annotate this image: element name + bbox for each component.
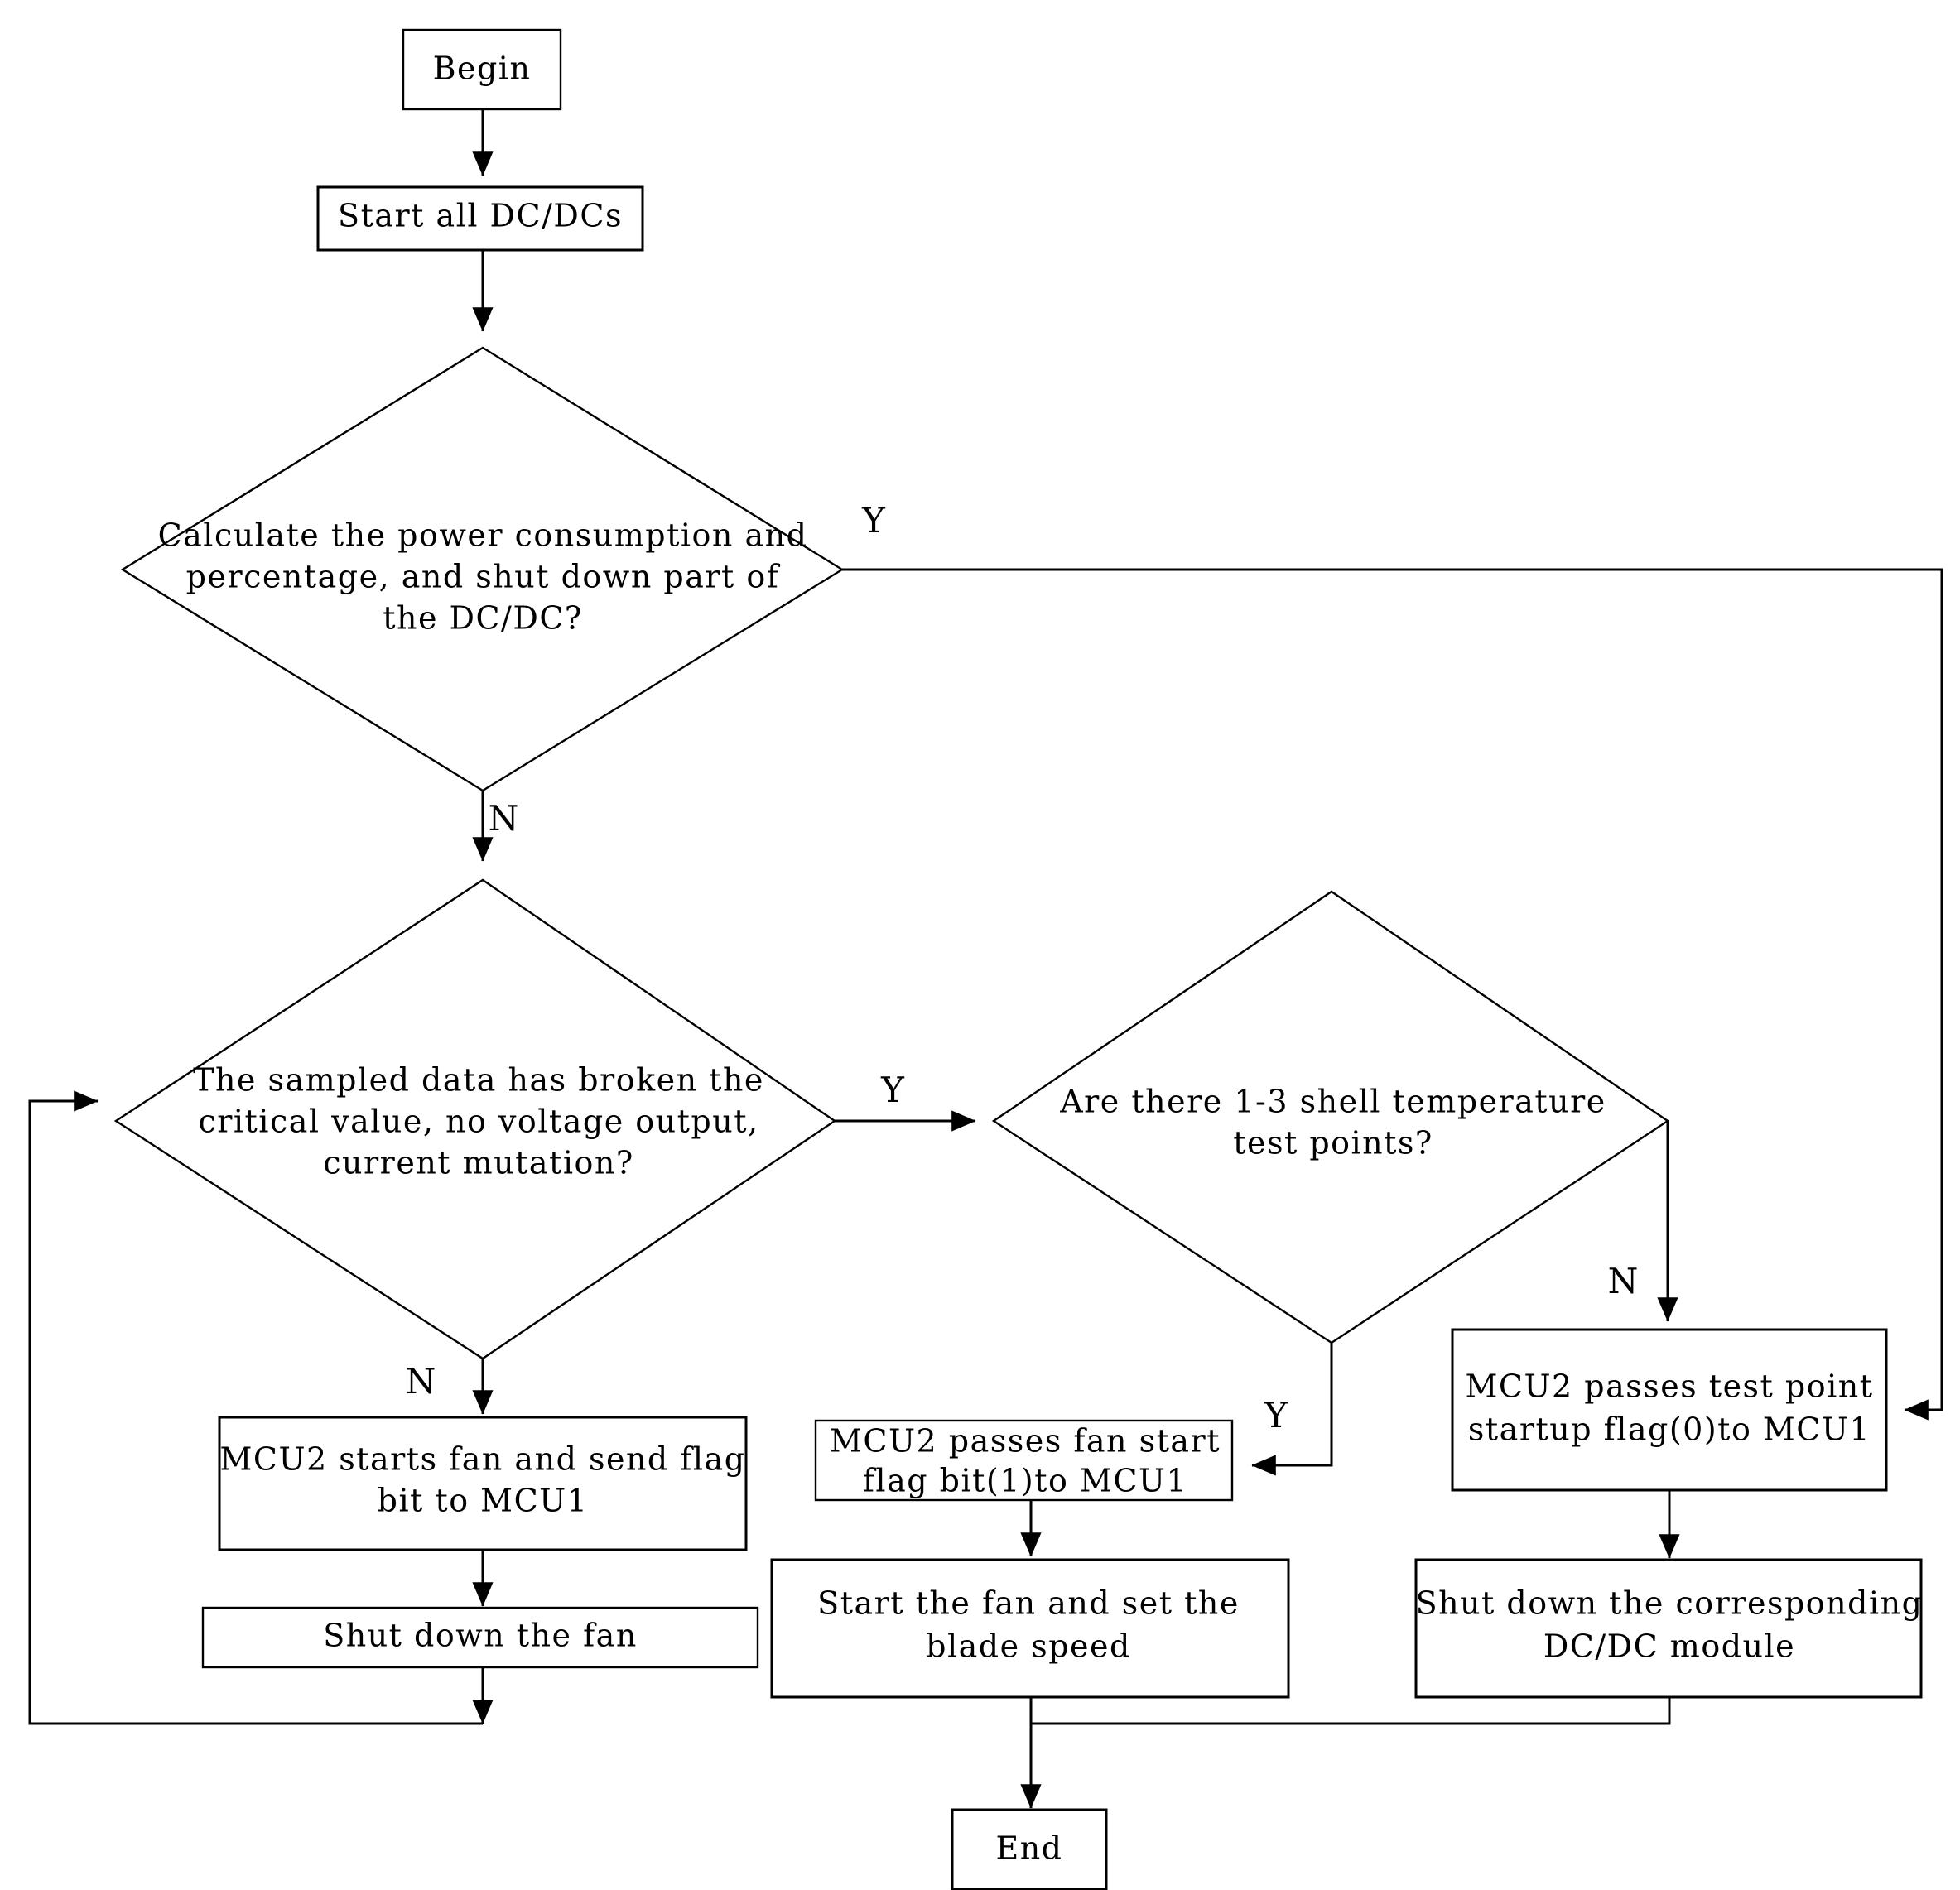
end-label: End (995, 1830, 1062, 1867)
edge-label-shell-yes: Y (1264, 1395, 1288, 1436)
node-mcu2-pass-fan-flag[interactable]: MCU2 passes fan start flag bit(1)to MCU1 (814, 1419, 1234, 1502)
node-mcu2-pass-testpoint-flag[interactable]: MCU2 passes test point startup flag(0)to… (1451, 1328, 1888, 1492)
begin-label: Begin (433, 50, 532, 87)
edge-power-yes-to-testpoint-box (842, 568, 1943, 1421)
end-box[interactable] (951, 1808, 1108, 1890)
mcu2-start-fan-box[interactable] (218, 1416, 748, 1551)
start-fan-blade-speed-box[interactable] (770, 1558, 1290, 1699)
node-mcu2-start-fan[interactable]: MCU2 starts fan and send flag bit to MCU… (218, 1416, 748, 1551)
start-fan-blade-speed-line-1: Start the fan and set the (817, 1585, 1240, 1622)
decision-power-diamond[interactable] (120, 346, 845, 792)
edge-label-sampled-yes: Y (880, 1070, 905, 1110)
decision-power-line-3: the DC/DC? (383, 600, 583, 637)
decision-sampled-line-3: current mutation? (323, 1145, 633, 1181)
start-fan-blade-speed-line-2: blade speed (926, 1628, 1131, 1665)
node-decision-power[interactable]: Calculate the power consumption and perc… (120, 346, 845, 792)
mcu2-pass-testpoint-flag-box[interactable] (1451, 1328, 1888, 1492)
decision-shell-temp-line-1: Are there 1-3 shell temperature (1059, 1084, 1606, 1120)
edge-labels-layer: Y N Y N Y N (406, 500, 1639, 1436)
decision-sampled-diamond[interactable] (113, 878, 837, 1360)
shut-down-dcdc-module-box[interactable] (1414, 1558, 1923, 1699)
mcu2-pass-fan-flag-line-1: MCU2 passes fan start (830, 1423, 1221, 1460)
shut-down-fan-box[interactable] (201, 1606, 759, 1669)
node-end[interactable]: End (951, 1808, 1108, 1890)
edge-label-power-no: N (489, 798, 519, 839)
start-all-dcdc-label: Start all DC/DCs (338, 198, 623, 234)
decision-sampled-line-2: critical value, no voltage output, (198, 1104, 758, 1140)
node-start-fan-blade-speed[interactable]: Start the fan and set the blade speed (770, 1558, 1290, 1699)
edges-layer (28, 108, 1943, 1809)
edge-shell-yes-to-mcu2-fan-flag (1251, 1343, 1333, 1476)
begin-box[interactable] (402, 28, 562, 111)
node-decision-shell-temp[interactable]: Are there 1-3 shell temperature test poi… (991, 890, 1670, 1344)
edge-feedback-loop-to-sampled-decision (28, 1090, 483, 1725)
node-begin[interactable]: Begin (402, 28, 562, 111)
mcu2-start-fan-line-1: MCU2 starts fan and send flag (219, 1441, 745, 1478)
node-shut-down-dcdc-module[interactable]: Shut down the corresponding DC/DC module (1414, 1558, 1924, 1699)
decision-shell-temp-diamond[interactable] (991, 890, 1670, 1344)
edge-label-sampled-no: N (406, 1361, 436, 1402)
mcu2-pass-fan-flag-line-2: flag bit(1)to MCU1 (863, 1463, 1187, 1499)
decision-sampled-line-1: The sampled data has broken the (193, 1062, 764, 1099)
shut-down-dcdc-module-line-1: Shut down the corresponding (1416, 1585, 1924, 1622)
mcu2-start-fan-line-2: bit to MCU1 (378, 1483, 589, 1519)
edge-label-power-yes: Y (861, 500, 886, 541)
mcu2-pass-fan-flag-box[interactable] (814, 1419, 1234, 1502)
shut-down-fan-label: Shut down the fan (323, 1618, 638, 1654)
node-shut-down-fan[interactable]: Shut down the fan (201, 1606, 759, 1669)
decision-power-line-1: Calculate the power consumption and (158, 517, 808, 554)
decision-power-line-2: percentage, and shut down part of (186, 559, 781, 595)
node-start-all-dcdc[interactable]: Start all DC/DCs (316, 185, 644, 252)
shut-down-dcdc-module-line-2: DC/DC module (1543, 1628, 1795, 1665)
edge-label-shell-no: N (1608, 1261, 1639, 1301)
mcu2-pass-testpoint-flag-line-2: startup flag(0)to MCU1 (1468, 1411, 1871, 1448)
edge-right-branch-to-bottom-bus (1031, 1697, 1671, 1725)
node-decision-sampled[interactable]: The sampled data has broken the critical… (113, 878, 837, 1360)
mcu2-pass-testpoint-flag-line-1: MCU2 passes test point (1465, 1368, 1873, 1405)
decision-shell-temp-line-2: test points? (1233, 1125, 1433, 1161)
start-all-dcdc-box[interactable] (316, 185, 644, 252)
nodes-layer: Begin Start all DC/DCs Calculate the pow… (113, 28, 1924, 1890)
